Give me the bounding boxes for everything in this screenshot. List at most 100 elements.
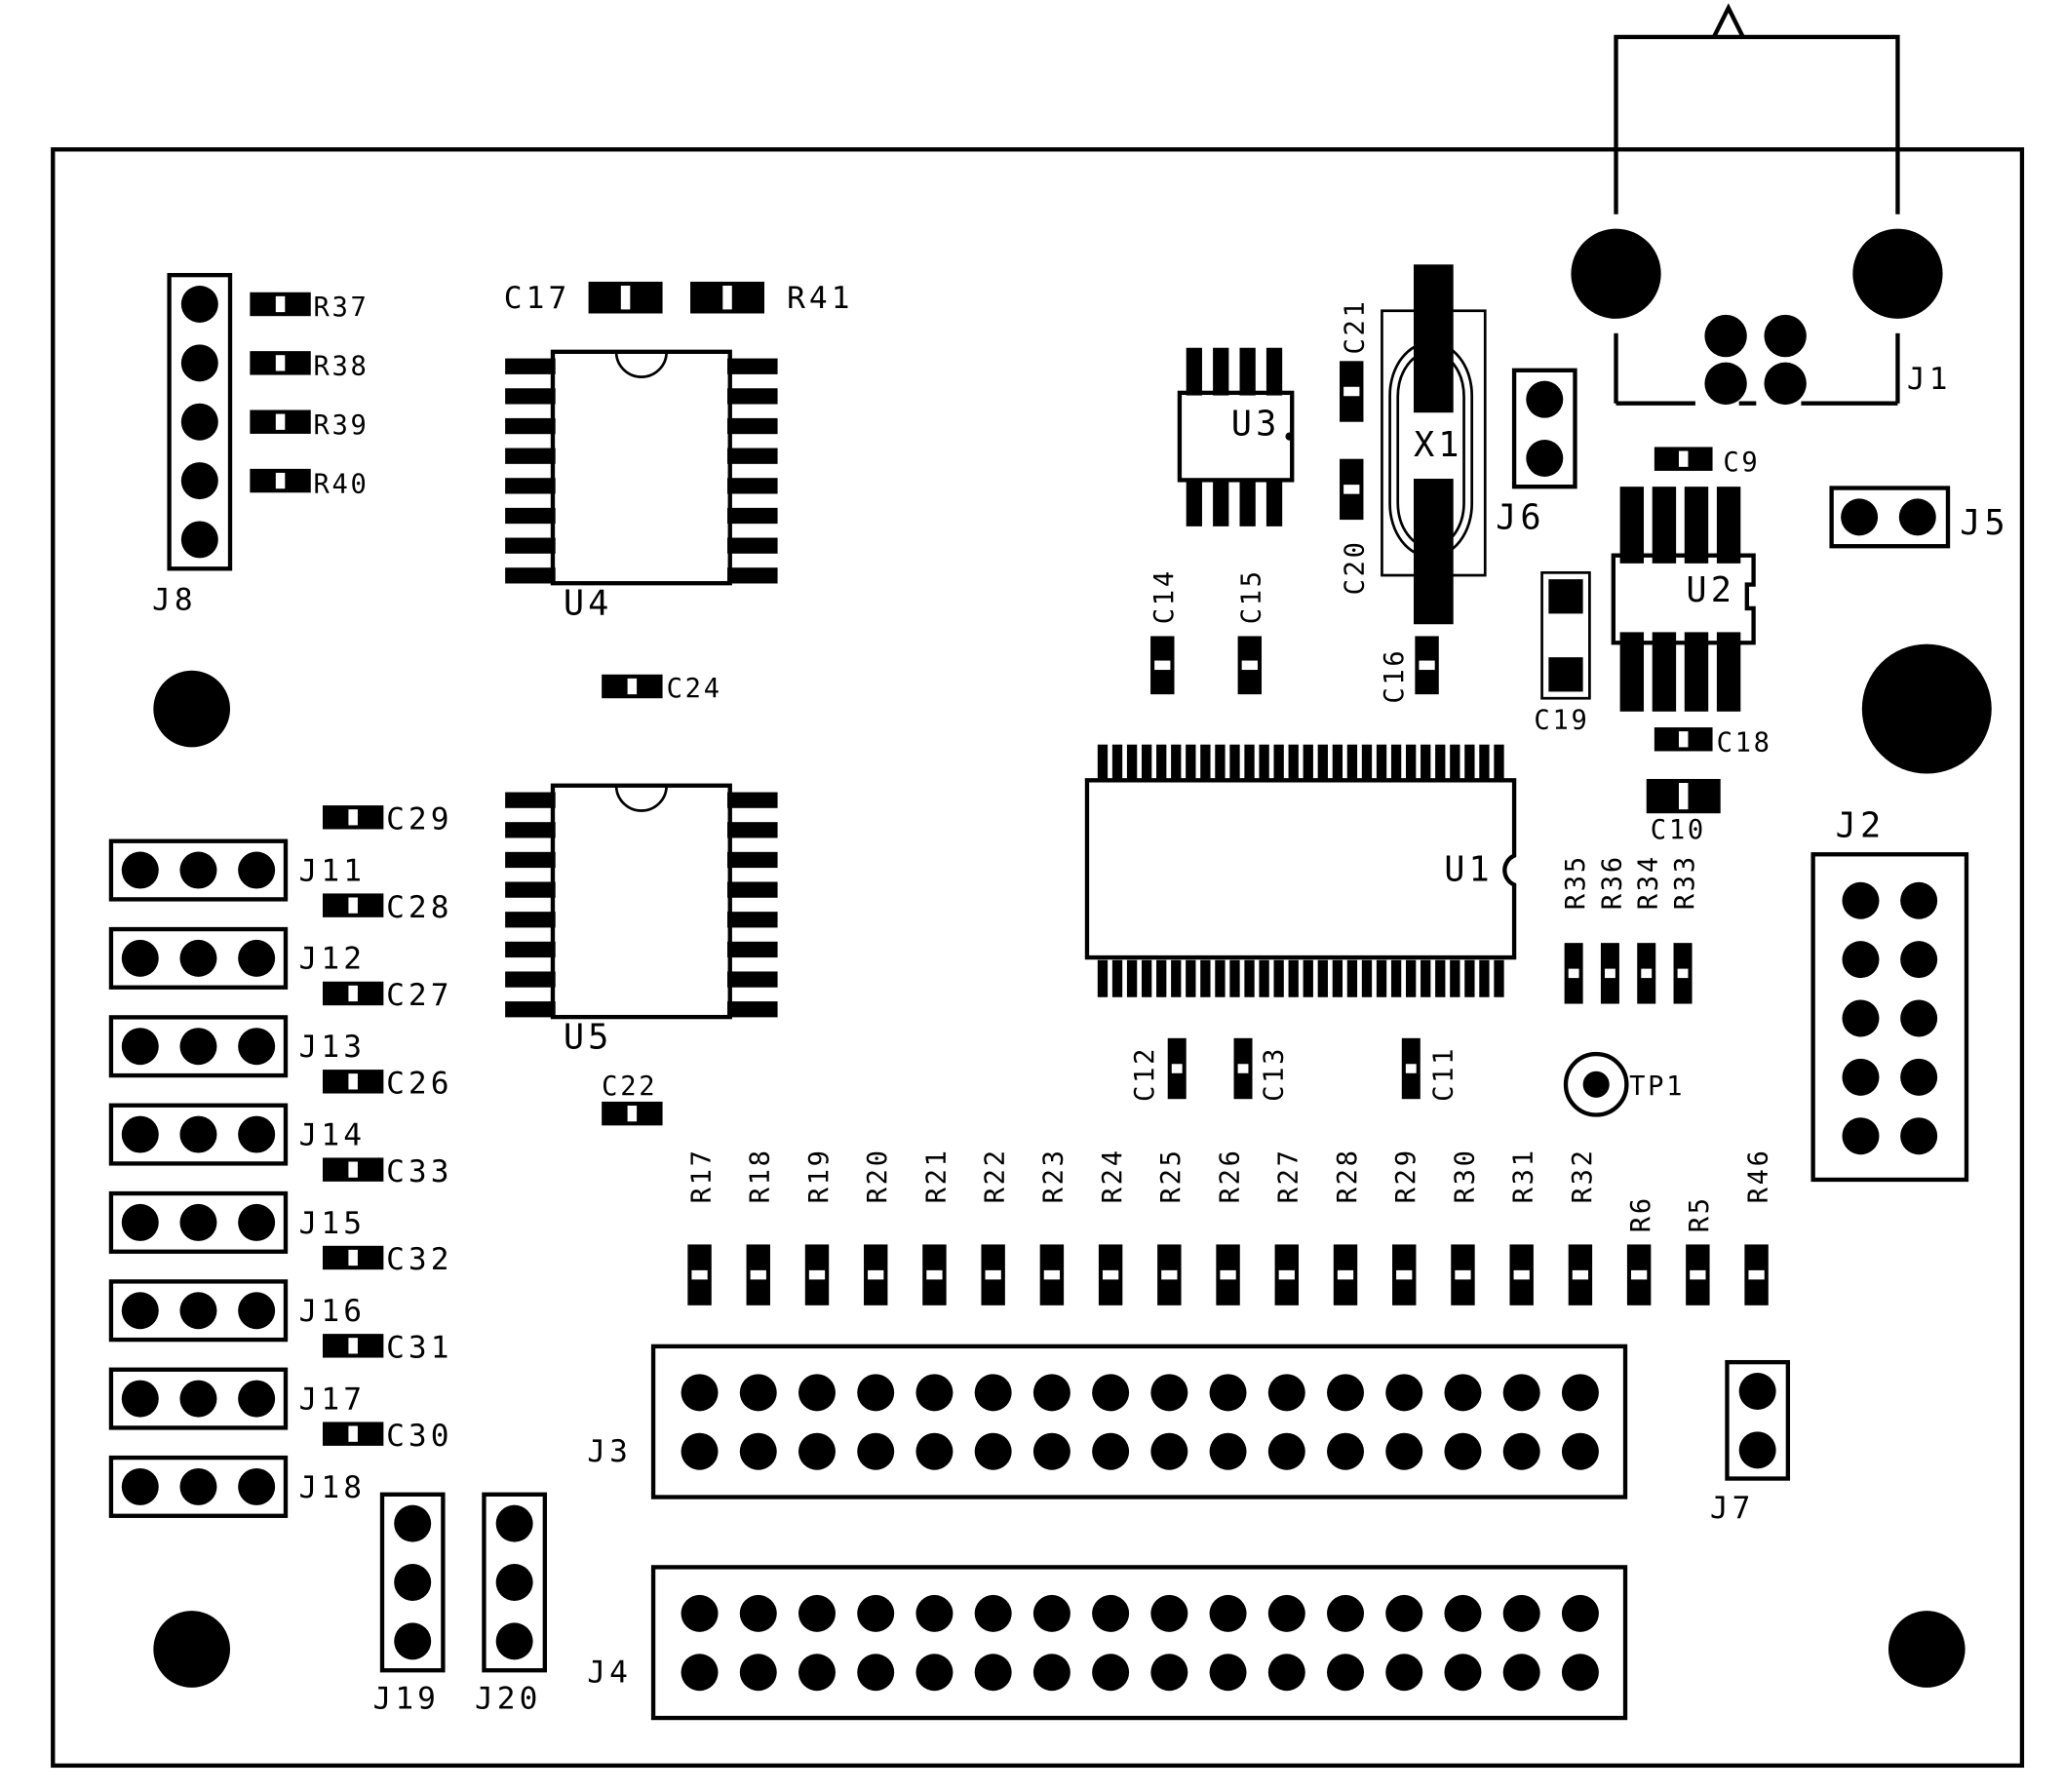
smd-c14 xyxy=(1150,636,1175,695)
ic-pin xyxy=(1200,744,1211,782)
ic-pin xyxy=(1213,347,1229,396)
j20-label: J20 xyxy=(475,1682,542,1717)
pad-gap xyxy=(1278,1269,1295,1280)
ic-pin xyxy=(1332,744,1343,782)
j4-pin xyxy=(1267,1594,1305,1632)
pad-gap xyxy=(348,809,358,826)
ic-pin xyxy=(727,448,778,464)
j8-label: J8 xyxy=(152,582,197,617)
pad-gap xyxy=(275,295,286,313)
ic-pin xyxy=(1435,959,1446,997)
j18-pin xyxy=(121,1467,159,1505)
u2-body xyxy=(1611,553,1756,645)
capacitor-label: C21 xyxy=(1340,298,1370,354)
connector-j7 xyxy=(1725,1359,1791,1481)
ic-pin xyxy=(1405,744,1417,782)
ic-pin xyxy=(1361,744,1373,782)
ic-pin xyxy=(727,537,778,554)
j13-pin xyxy=(238,1028,276,1066)
ic-pin xyxy=(1215,959,1226,997)
j19-outline xyxy=(379,1492,446,1673)
c19-outline xyxy=(1540,570,1591,700)
j12-label: J12 xyxy=(299,942,367,977)
ic-u1 xyxy=(1084,744,1517,997)
resistor-label: R24 xyxy=(1098,1148,1128,1203)
capacitor-label: C14 xyxy=(1149,568,1180,624)
ic-pin xyxy=(1229,959,1240,997)
j4-pin xyxy=(857,1654,895,1692)
j11-pin xyxy=(121,851,159,889)
j4-pin xyxy=(798,1594,836,1632)
pad-gap xyxy=(1102,1269,1119,1280)
pad-gap xyxy=(1220,1269,1236,1280)
j4-outline xyxy=(650,1565,1628,1721)
j11-outline xyxy=(108,838,289,902)
ic-pin xyxy=(1200,959,1211,997)
smd-r25 xyxy=(1157,1244,1182,1305)
ic-pin xyxy=(1652,487,1677,564)
j3-pin xyxy=(1502,1374,1540,1412)
smd-c18 xyxy=(1654,727,1713,752)
j4-pin xyxy=(739,1594,777,1632)
j4-pin xyxy=(1092,1654,1130,1692)
ic-pin xyxy=(1186,959,1196,997)
pad xyxy=(1548,657,1583,692)
j7-pin xyxy=(1738,1431,1776,1469)
smd-c31 xyxy=(322,1334,384,1358)
j5-outline xyxy=(1829,486,1951,549)
j6-pin xyxy=(1526,380,1564,418)
resistor-label: R17 xyxy=(686,1148,717,1203)
j4-pin xyxy=(1150,1654,1188,1692)
smd-r29 xyxy=(1392,1244,1417,1305)
hole-right-middle xyxy=(1861,643,1992,774)
j2-pin xyxy=(1842,941,1880,979)
pad-gap xyxy=(1678,450,1689,467)
ic-pin xyxy=(1303,744,1313,782)
j4-label: J4 xyxy=(587,1655,632,1690)
u1-body xyxy=(1084,778,1517,960)
j4-pin xyxy=(1385,1594,1423,1632)
ic-pin xyxy=(1126,959,1138,997)
capacitor-label: C24 xyxy=(667,674,722,704)
u4-body xyxy=(550,349,732,586)
ic-u3 xyxy=(1177,347,1295,526)
j8-outline xyxy=(167,272,233,571)
j2-pin xyxy=(1900,1058,1938,1096)
j1-pin xyxy=(1704,314,1747,358)
smd-r40 xyxy=(250,468,311,493)
resistor-label: R18 xyxy=(746,1148,776,1203)
j11-pin xyxy=(179,851,217,889)
ic-pin xyxy=(505,912,556,928)
ic-pin xyxy=(1346,744,1358,782)
ic-pin xyxy=(505,971,556,988)
resistor-label: R20 xyxy=(863,1148,893,1203)
smd-r38 xyxy=(250,351,311,375)
connector-j5 xyxy=(1829,486,1951,549)
pad-gap xyxy=(1748,1269,1765,1280)
j5-pin xyxy=(1841,498,1879,536)
pad-gap xyxy=(1419,660,1435,671)
j3-pin xyxy=(1385,1432,1423,1470)
smd-r22 xyxy=(981,1244,1005,1305)
connector-j12 xyxy=(108,926,289,990)
smd-c9 xyxy=(1654,447,1713,471)
resistor-label: R30 xyxy=(1450,1148,1480,1203)
capacitor-label: C11 xyxy=(1428,1046,1459,1102)
smd-c11 xyxy=(1401,1037,1421,1100)
j3-pin xyxy=(1092,1374,1130,1412)
resistor-label: R32 xyxy=(1568,1148,1598,1203)
tp1-label: TP1 xyxy=(1629,1071,1685,1102)
j1-shield-hole xyxy=(1571,228,1661,319)
ic-u5 xyxy=(505,783,778,1020)
j12-outline xyxy=(108,926,289,990)
smd-r5 xyxy=(1686,1244,1710,1305)
test-point-tp1 xyxy=(1563,1051,1629,1117)
j4-pin xyxy=(1209,1654,1247,1692)
ic-pin xyxy=(1244,744,1255,782)
ic-pin xyxy=(1376,744,1387,782)
pin1-notch xyxy=(614,785,668,812)
pad-gap xyxy=(620,285,631,310)
smd-c26 xyxy=(322,1070,384,1094)
smd-r36 xyxy=(1600,943,1619,1004)
capacitor-label: C26 xyxy=(386,1067,453,1102)
